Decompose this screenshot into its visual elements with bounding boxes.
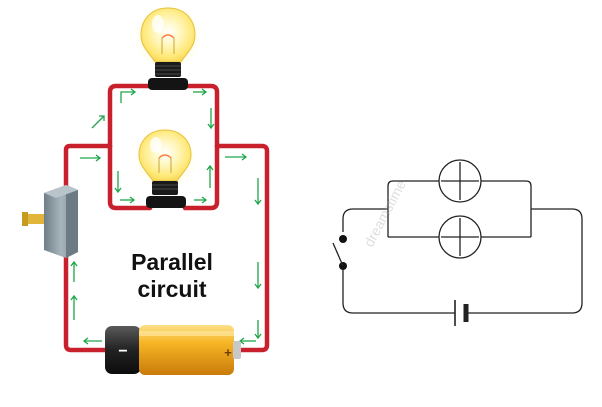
battery-symbol-icon [454, 300, 469, 326]
battery-plus-label: + [224, 345, 232, 360]
lamp-symbol-icon [438, 215, 482, 259]
title-line-1: Parallel [131, 249, 213, 275]
light-bulb-icon [134, 4, 202, 90]
battery-icon: − + [105, 325, 241, 375]
battery-minus-label: − [118, 343, 127, 360]
schematic-diagram [332, 159, 583, 326]
watermark-text: dreamstime [361, 177, 410, 249]
circuit-wires [63, 83, 270, 353]
title-line-2: circuit [137, 276, 206, 302]
switch-symbol-icon [332, 235, 347, 270]
current-arrows [70, 88, 262, 345]
lamp-symbol-icon [438, 159, 482, 203]
light-bulb-icon [133, 126, 197, 208]
pictorial-circuit: − + Parallel circuit [22, 4, 270, 375]
switch-icon [22, 185, 78, 258]
